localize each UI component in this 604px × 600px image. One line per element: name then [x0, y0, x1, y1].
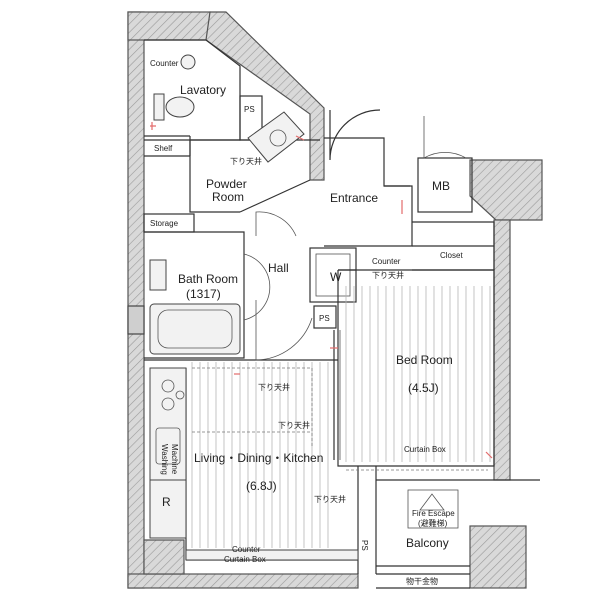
hanger-label: 物干金物 — [406, 576, 438, 586]
closet-label: Closet — [440, 251, 463, 260]
washer-label-2: Machine — [170, 444, 179, 475]
ps-label-mid: PS — [319, 314, 330, 323]
ceiling-label-ldk-3: 下り天井 — [314, 494, 346, 504]
counter-label-mid: Counter — [372, 257, 401, 266]
fridge-label: R — [162, 495, 171, 509]
ceiling-label-powder: 下り天井 — [230, 156, 262, 166]
kitchen-sink-icon — [155, 427, 181, 465]
powder-room-label-1: Powder — [206, 177, 247, 191]
ps-label-top: PS — [244, 105, 255, 114]
entrance-label: Entrance — [330, 191, 378, 205]
toilet-icon — [153, 93, 195, 121]
stove-icon — [161, 379, 185, 411]
storage-label: Storage — [150, 219, 179, 228]
powder-room-label-2: Room — [212, 190, 244, 204]
counter-label-bottom: Counter — [232, 545, 261, 554]
curtain-box-label: Curtain Box — [404, 445, 446, 454]
outer-walls — [127, 11, 543, 589]
fire-escape-label-1: Fire Escape — [412, 509, 455, 518]
ldk-label-2: (6.8J) — [246, 479, 277, 493]
wash-basin-icon — [247, 111, 305, 163]
ceiling-label-ldk-1: 下り天井 — [258, 382, 290, 392]
bath-shelf-icon — [149, 259, 167, 291]
fire-escape-label-2: (避難梯) — [418, 518, 448, 528]
mb-door — [423, 116, 467, 159]
bed-room-label-1: Bed Room — [396, 353, 453, 367]
balcony-label: Balcony — [406, 536, 449, 550]
fire-escape-icon — [419, 493, 445, 511]
labels: Counter Lavatory PS Shelf 下り天井 Powder Ro… — [150, 59, 463, 586]
ldk-label-1: Living・Dining・Kitchen — [194, 451, 323, 465]
doors — [243, 109, 467, 460]
w-label: W — [330, 270, 342, 284]
bath-room-label-1: Bath Room — [178, 272, 238, 286]
ceiling-label-mid: 下り天井 — [372, 270, 404, 280]
ceiling-lines — [192, 367, 488, 471]
ldk-door — [255, 300, 313, 361]
floor-boards — [191, 286, 491, 548]
fixtures — [149, 54, 459, 529]
bath-room-label-2: (1317) — [186, 287, 221, 301]
ps-label-bottom: PS — [360, 540, 369, 551]
entrance-door — [329, 109, 381, 161]
mb-label: MB — [432, 179, 450, 193]
bathtub-icon — [149, 303, 241, 355]
counter-label-top: Counter — [150, 59, 179, 68]
powder-door — [255, 211, 297, 237]
curtain-box-label-bottom: Curtain Box — [224, 555, 266, 564]
counter-basin-icon — [180, 54, 196, 70]
annotation-marks — [150, 122, 493, 459]
washer-label-1: Washing — [160, 444, 169, 475]
ceiling-label-ldk-2: 下り天井 — [278, 420, 310, 430]
bath-door — [243, 253, 271, 321]
bed-room-label-2: (4.5J) — [408, 381, 439, 395]
shelf-label: Shelf — [154, 144, 173, 153]
hall-label: Hall — [268, 261, 289, 275]
lavatory-label: Lavatory — [180, 83, 226, 97]
